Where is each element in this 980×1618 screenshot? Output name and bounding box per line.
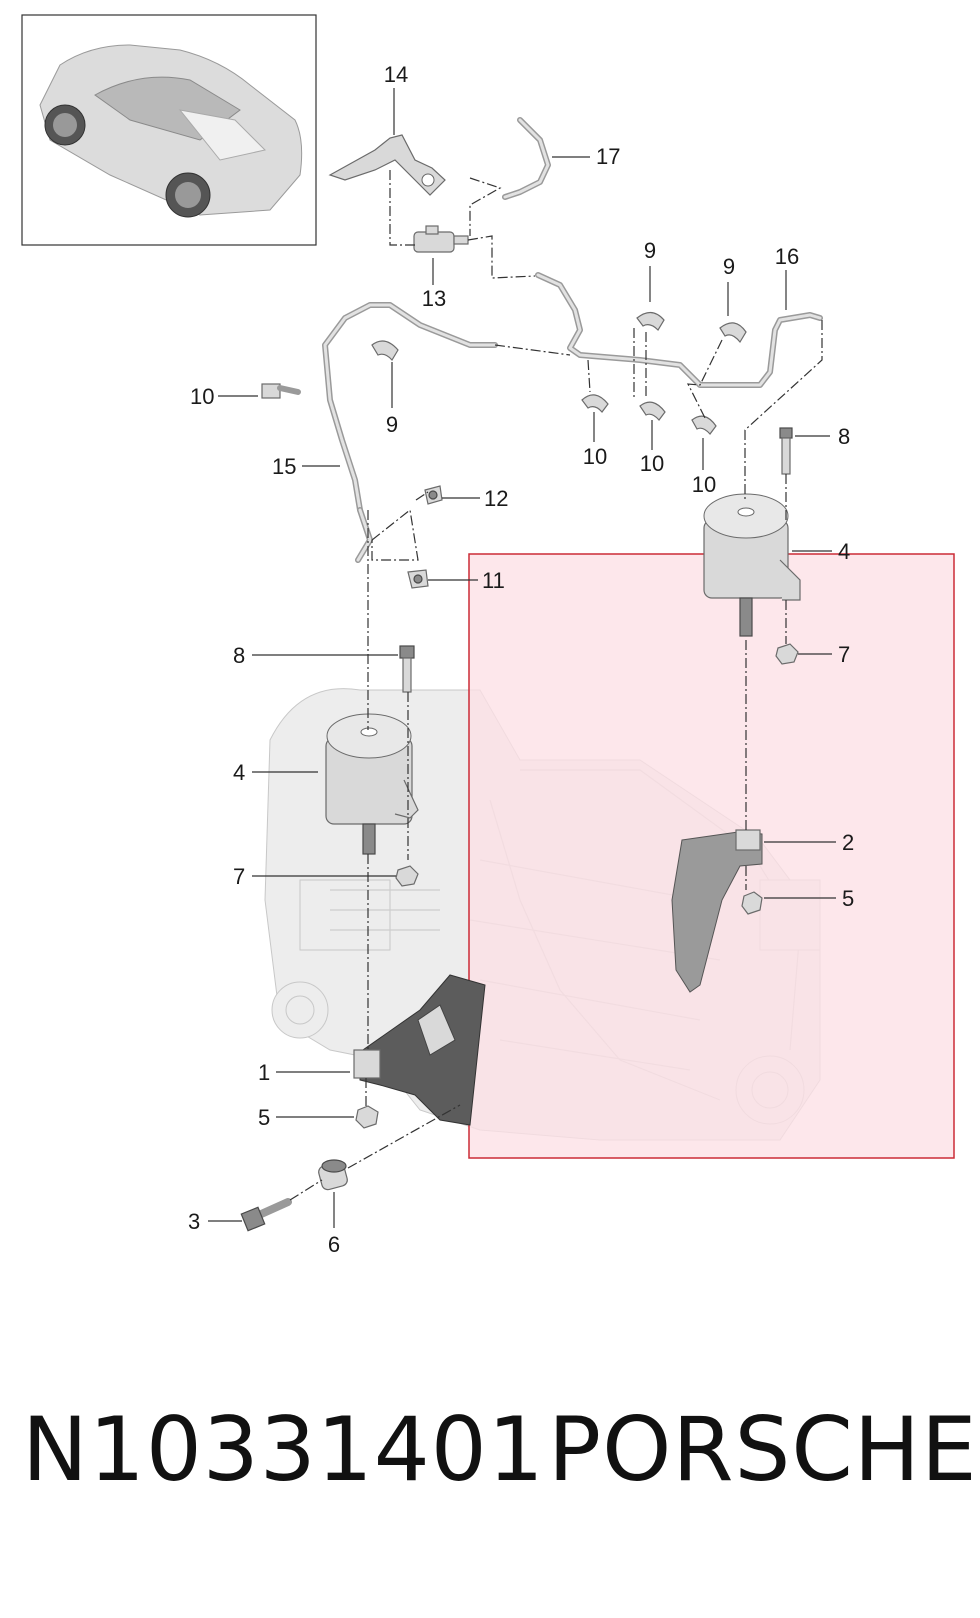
callout-11: 11 [482, 568, 505, 593]
bolt-8-upper [779, 427, 793, 475]
callout-4: 4 [233, 760, 245, 785]
callout-3: 3 [188, 1209, 200, 1234]
callout-15: 15 [272, 454, 296, 479]
callout-10: 10 [692, 472, 716, 497]
callout-6: 6 [328, 1232, 340, 1257]
bolt-3 [240, 1198, 292, 1232]
engine-mount-4-lower [325, 713, 419, 855]
vacuum-line-15-16 [322, 272, 823, 563]
callout-labels: 14 17 13 9 9 16 10 9 10 10 10 15 8 12 4 … [188, 62, 854, 1257]
callout-8: 8 [233, 643, 245, 668]
callout-2: 2 [842, 830, 854, 855]
bolt-8-lower [399, 645, 415, 693]
callout-5: 5 [842, 886, 854, 911]
callout-7: 7 [233, 864, 245, 889]
callout-9: 9 [386, 412, 398, 437]
callout-17: 17 [596, 144, 620, 169]
fittings-11-12 [407, 485, 443, 589]
callout-16: 16 [775, 244, 799, 269]
hose-17 [502, 117, 551, 200]
bracket-14 [328, 134, 446, 196]
callout-7: 7 [838, 642, 850, 667]
callout-8: 8 [838, 424, 850, 449]
diagram-footer: N10331401 PORSCHE [0, 1390, 980, 1510]
clips [261, 311, 747, 435]
leader-lines [208, 88, 836, 1228]
callout-4: 4 [838, 539, 850, 564]
assembly-lines [289, 170, 823, 1201]
callout-10: 10 [640, 451, 664, 476]
nut-5-upper [741, 891, 763, 915]
bracket-2 [671, 829, 763, 993]
callout-5: 5 [258, 1105, 270, 1130]
bracket-1 [353, 974, 486, 1126]
valve-13 [413, 225, 469, 253]
callout-9: 9 [723, 254, 735, 279]
callout-13: 13 [422, 286, 446, 311]
callout-14: 14 [384, 62, 408, 87]
nut-5-lower [355, 1105, 379, 1129]
callout-9: 9 [644, 238, 656, 263]
callout-10: 10 [190, 384, 214, 409]
callout-10: 10 [583, 444, 607, 469]
engine-mount-4-upper [703, 493, 801, 637]
nut-7-upper [775, 643, 799, 665]
bushing-6 [318, 1159, 348, 1191]
nut-7-lower [395, 865, 419, 887]
part-number: N10331401 [22, 1398, 545, 1501]
callout-1: 1 [258, 1060, 270, 1085]
brand-name: PORSCHE [548, 1398, 978, 1501]
car-thumbnail [21, 14, 317, 246]
callout-12: 12 [484, 486, 508, 511]
